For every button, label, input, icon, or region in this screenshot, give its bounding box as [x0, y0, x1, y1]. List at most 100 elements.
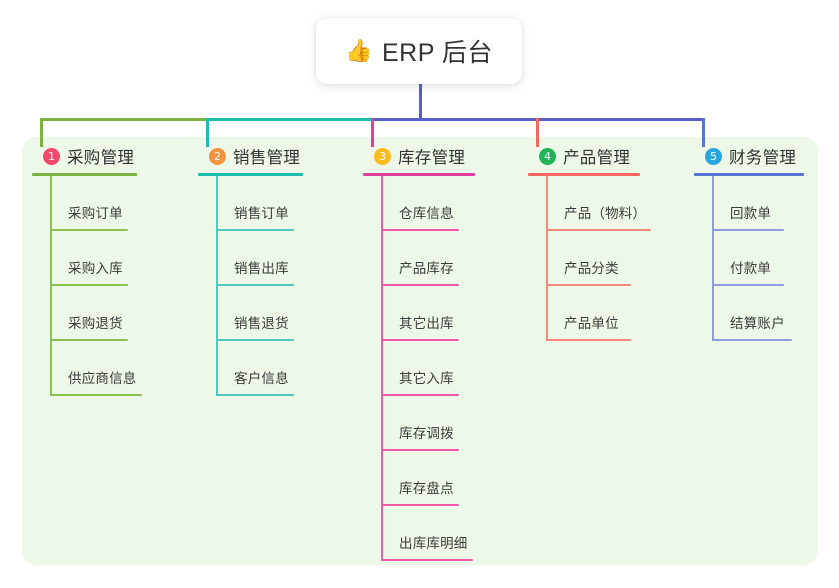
- column-header-rule: [198, 173, 303, 176]
- list-item-label: 回款单: [730, 206, 772, 221]
- root-node-title: 👍 ERP 后台: [345, 33, 493, 69]
- item-connector: [381, 506, 383, 561]
- column-items: 产品（物料） 产品分类产品单位: [546, 176, 651, 341]
- list-item-label: 其它出库: [399, 316, 454, 331]
- list-item[interactable]: 产品单位: [546, 286, 640, 341]
- list-item-label: 产品分类: [564, 261, 619, 276]
- list-item-rule: [381, 394, 459, 396]
- list-item[interactable]: 采购订单: [50, 176, 137, 231]
- column-items: 销售订单销售出库销售退货客户信息: [216, 176, 303, 396]
- column-items: 回款单付款单结算账户: [712, 176, 804, 341]
- connector-bar-1: [40, 118, 208, 121]
- column-header-rule: [528, 173, 640, 176]
- list-item[interactable]: 供应商信息: [50, 341, 142, 396]
- list-item-rule: [381, 339, 459, 341]
- item-connector: [712, 231, 714, 286]
- list-item-label: 销售退货: [234, 316, 289, 331]
- list-item-label: 销售订单: [234, 206, 289, 221]
- list-item-label: 库存调拨: [399, 426, 454, 441]
- list-item-label: 仓库信息: [399, 206, 454, 221]
- list-item-rule: [50, 284, 128, 286]
- root-title-text: ERP 后台: [382, 39, 493, 67]
- list-item[interactable]: 销售订单: [216, 176, 303, 231]
- list-item[interactable]: 回款单: [712, 176, 804, 231]
- number-badge-icon: 1: [43, 147, 60, 165]
- list-item[interactable]: 其它入库: [381, 341, 475, 396]
- list-item[interactable]: 库存盘点: [381, 451, 475, 506]
- list-item[interactable]: 库存调拨: [381, 396, 475, 451]
- column-title: 销售管理: [233, 149, 301, 167]
- list-item-rule: [381, 229, 459, 231]
- list-item[interactable]: 销售退货: [216, 286, 303, 341]
- list-item-rule: [546, 229, 651, 231]
- item-connector: [381, 286, 383, 341]
- list-item-label: 产品库存: [399, 261, 454, 276]
- list-item-rule: [381, 284, 459, 286]
- list-item-rule: [216, 339, 294, 341]
- column-items: 采购订单采购入库采购退货供应商信息: [50, 176, 142, 396]
- list-item[interactable]: 出库库明细: [381, 506, 475, 561]
- list-item-label: 产品单位: [564, 316, 619, 331]
- connector-drop-3: [371, 118, 374, 147]
- column-header-rule: [694, 173, 804, 176]
- list-item[interactable]: 采购入库: [50, 231, 137, 286]
- item-connector: [381, 341, 383, 396]
- column-header-rule: [363, 173, 475, 176]
- connector-drop-4: [536, 118, 539, 147]
- list-item-rule: [50, 394, 142, 396]
- item-connector: [50, 231, 52, 286]
- item-connector: [712, 176, 714, 231]
- list-item-label: 采购订单: [68, 206, 123, 221]
- list-item-rule: [381, 449, 459, 451]
- list-item-label: 销售出库: [234, 261, 289, 276]
- item-connector: [50, 341, 52, 396]
- item-connector: [50, 286, 52, 341]
- column-header-5[interactable]: 5 财务管理: [694, 144, 804, 168]
- list-item-rule: [381, 559, 473, 561]
- list-item-label: 库存盘点: [399, 481, 454, 496]
- item-connector: [216, 286, 218, 341]
- list-item-rule: [216, 229, 294, 231]
- diagram-panel: [22, 137, 818, 565]
- list-item[interactable]: 付款单: [712, 231, 804, 286]
- list-item[interactable]: 产品（物料）: [546, 176, 651, 231]
- list-item[interactable]: 仓库信息: [381, 176, 475, 231]
- root-node-card[interactable]: 👍 ERP 后台: [316, 18, 522, 84]
- connector-drop-2: [206, 118, 209, 147]
- column-header-rule: [32, 173, 137, 176]
- list-item-rule: [712, 339, 792, 341]
- list-item-rule: [50, 229, 128, 231]
- thumbs-up-icon: 👍: [345, 38, 373, 63]
- item-connector: [216, 176, 218, 231]
- item-connector: [216, 341, 218, 396]
- list-item[interactable]: 其它出库: [381, 286, 475, 341]
- list-item[interactable]: 客户信息: [216, 341, 303, 396]
- list-item-rule: [712, 229, 784, 231]
- list-item[interactable]: 结算账户: [712, 286, 804, 341]
- list-item[interactable]: 产品分类: [546, 231, 640, 286]
- column-财务管理: 5 财务管理回款单付款单结算账户: [694, 144, 804, 341]
- connector-root-stem: [419, 82, 422, 121]
- item-connector: [712, 286, 714, 341]
- list-item-rule: [216, 394, 294, 396]
- list-item[interactable]: 采购退货: [50, 286, 137, 341]
- item-connector: [381, 451, 383, 506]
- list-item[interactable]: 产品库存: [381, 231, 475, 286]
- number-badge-icon: 5: [705, 147, 722, 165]
- list-item[interactable]: 销售出库: [216, 231, 303, 286]
- item-connector: [381, 396, 383, 451]
- column-title: 财务管理: [729, 149, 797, 167]
- list-item-rule: [546, 284, 631, 286]
- connector-drop-1: [40, 118, 43, 147]
- list-item-label: 供应商信息: [68, 371, 137, 386]
- list-item-label: 采购退货: [68, 316, 123, 331]
- list-item-rule: [381, 504, 459, 506]
- list-item-label: 产品（物料）: [564, 206, 647, 221]
- item-connector: [381, 176, 383, 231]
